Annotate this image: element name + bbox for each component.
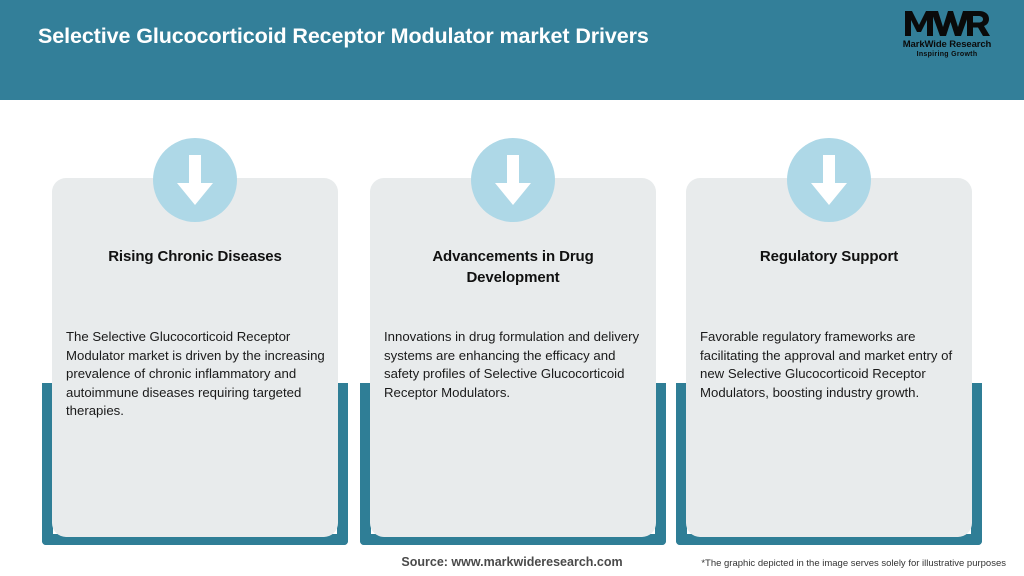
arrow-down-icon [471, 138, 555, 222]
arrow-down-icon [787, 138, 871, 222]
card-panel: Regulatory Support Favorable regulatory … [686, 178, 972, 537]
card-body: Innovations in drug formulation and deli… [384, 329, 640, 400]
card-bracket [360, 383, 666, 545]
card-bracket [676, 383, 982, 545]
drivers-card-row: Rising Chronic Diseases The Selective Gl… [0, 100, 1024, 576]
source-attribution: Source: www.markwideresearch.com [401, 555, 623, 569]
driver-card-2[interactable]: Advancements in Drug Development Innovat… [360, 100, 666, 576]
card-body: Favorable regulatory frameworks are faci… [700, 329, 953, 400]
card-panel: Rising Chronic Diseases The Selective Gl… [52, 178, 338, 537]
logo-tagline: Inspiring Growth [916, 51, 978, 58]
driver-card-1[interactable]: Rising Chronic Diseases The Selective Gl… [42, 100, 348, 576]
card-title: Regulatory Support [759, 248, 899, 265]
page-title: Selective Glucocorticoid Receptor Modula… [38, 24, 649, 48]
page-header: Selective Glucocorticoid Receptor Modula… [0, 0, 1024, 100]
brand-logo: MarkWide Research Inspiring Growth [892, 8, 1002, 66]
mwr-monogram-icon [892, 8, 1002, 38]
logo-company-name: MarkWide Research [902, 39, 992, 50]
card-panel: Advancements in Drug Development Innovat… [370, 178, 656, 537]
card-title: Advancements in Drug Development [432, 248, 594, 286]
arrow-down-icon [153, 138, 237, 222]
driver-card-3[interactable]: Regulatory Support Favorable regulatory … [676, 100, 982, 576]
illustrative-disclaimer: *The graphic depicted in the image serve… [701, 558, 1006, 569]
card-body: The Selective Glucocorticoid Receptor Mo… [66, 329, 325, 418]
card-title: Rising Chronic Diseases [108, 248, 282, 265]
card-bracket [42, 383, 348, 545]
